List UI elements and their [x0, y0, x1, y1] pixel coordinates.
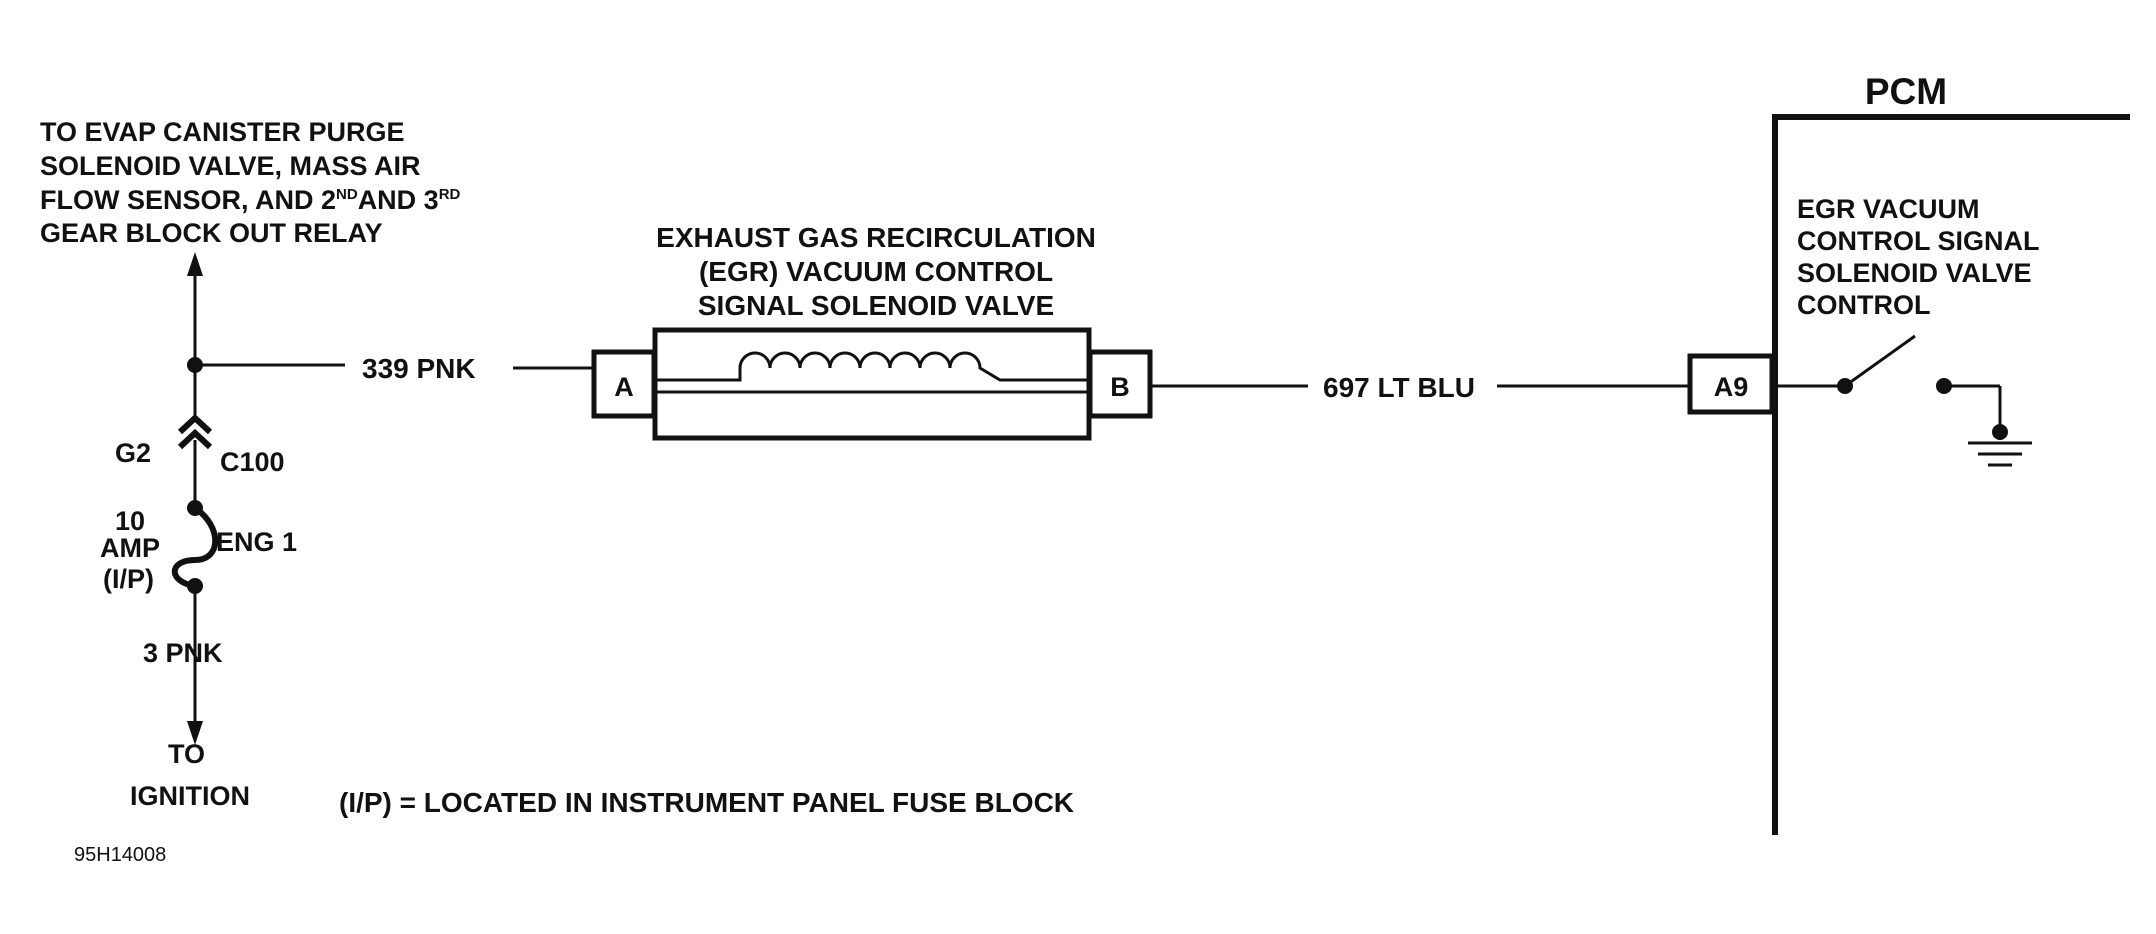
wire-3-pnk-label: 3 PNK [143, 638, 223, 668]
ignition-label: IGNITION [130, 781, 250, 811]
connector-chevron-upper [177, 413, 213, 435]
connector-a9 [1687, 353, 1775, 415]
fuse-rating-number: 10 [115, 506, 145, 536]
down-arrow-head [187, 721, 203, 745]
ip-footnote: (I/P) = LOCATED IN INSTRUMENT PANEL FUSE… [339, 787, 1074, 818]
egr-valve-title-line-1: EXHAUST GAS RECIRCULATION [656, 222, 1096, 253]
pcm-control-line-2: CONTROL SIGNAL [1797, 226, 2040, 256]
connector-b-label: B [1110, 372, 1130, 402]
terminal-g2-label: G2 [115, 438, 151, 468]
evap-line3-rd-superscript: RD [439, 186, 461, 203]
evap-destination-line-2: SOLENOID VALVE, MASS AIR [40, 151, 421, 181]
pcm-control-line-4: CONTROL [1797, 290, 1930, 320]
pcm-module: PCM EGR VACUUM CONTROL SIGNAL SOLENOID V… [1687, 71, 2130, 835]
solenoid-coil [655, 351, 1089, 382]
ground-icon [1968, 441, 2032, 467]
wire-697-lt-blu-label: 697 LT BLU [1323, 372, 1475, 403]
evap-line3-part2: AND 3 [358, 185, 439, 215]
connector-b [1087, 349, 1153, 419]
pcm-label: PCM [1865, 71, 1947, 112]
egr-valve-title-line-2: (EGR) VACUUM CONTROL [699, 256, 1053, 287]
ground-dot [1992, 424, 2008, 440]
to-label: TO [168, 739, 205, 769]
connector-chevron-lower [177, 428, 213, 450]
figure-id: 95H14008 [74, 844, 166, 866]
egr-valve-title-line-3: SIGNAL SOLENOID VALVE [698, 290, 1054, 321]
evap-destination-line-4: GEAR BLOCK OUT RELAY [40, 218, 383, 248]
wire-339-pnk-label: 339 PNK [362, 353, 476, 384]
up-arrow-head [187, 252, 203, 276]
connector-a-label: A [614, 372, 634, 402]
switch-blade [1844, 334, 1916, 388]
pcm-control-line-3: SOLENOID VALVE [1797, 258, 2032, 288]
evap-destination-line-3: FLOW SENSOR, AND 2NDAND 3RD [40, 185, 461, 215]
fuse-name-label: ENG 1 [216, 527, 297, 557]
evap-line3-nd-superscript: ND [336, 186, 358, 203]
fuse-element [172, 505, 219, 589]
fuse-location: (I/P) [103, 564, 154, 594]
connector-a9-label: A9 [1714, 372, 1749, 402]
fuse-rating-unit: AMP [100, 533, 160, 563]
egr-solenoid-valve: EXHAUST GAS RECIRCULATION (EGR) VACUUM C… [591, 222, 1153, 441]
evap-destination-line-1: TO EVAP CANISTER PURGE [40, 117, 405, 147]
connector-c100-label: C100 [220, 447, 285, 477]
left-supply-branch: TO EVAP CANISTER PURGE SOLENOID VALVE, M… [40, 117, 461, 811]
evap-line3-part1: FLOW SENSOR, AND 2 [40, 185, 336, 215]
valve-body [652, 327, 1092, 441]
pcm-control-line-1: EGR VACUUM [1797, 194, 1980, 224]
